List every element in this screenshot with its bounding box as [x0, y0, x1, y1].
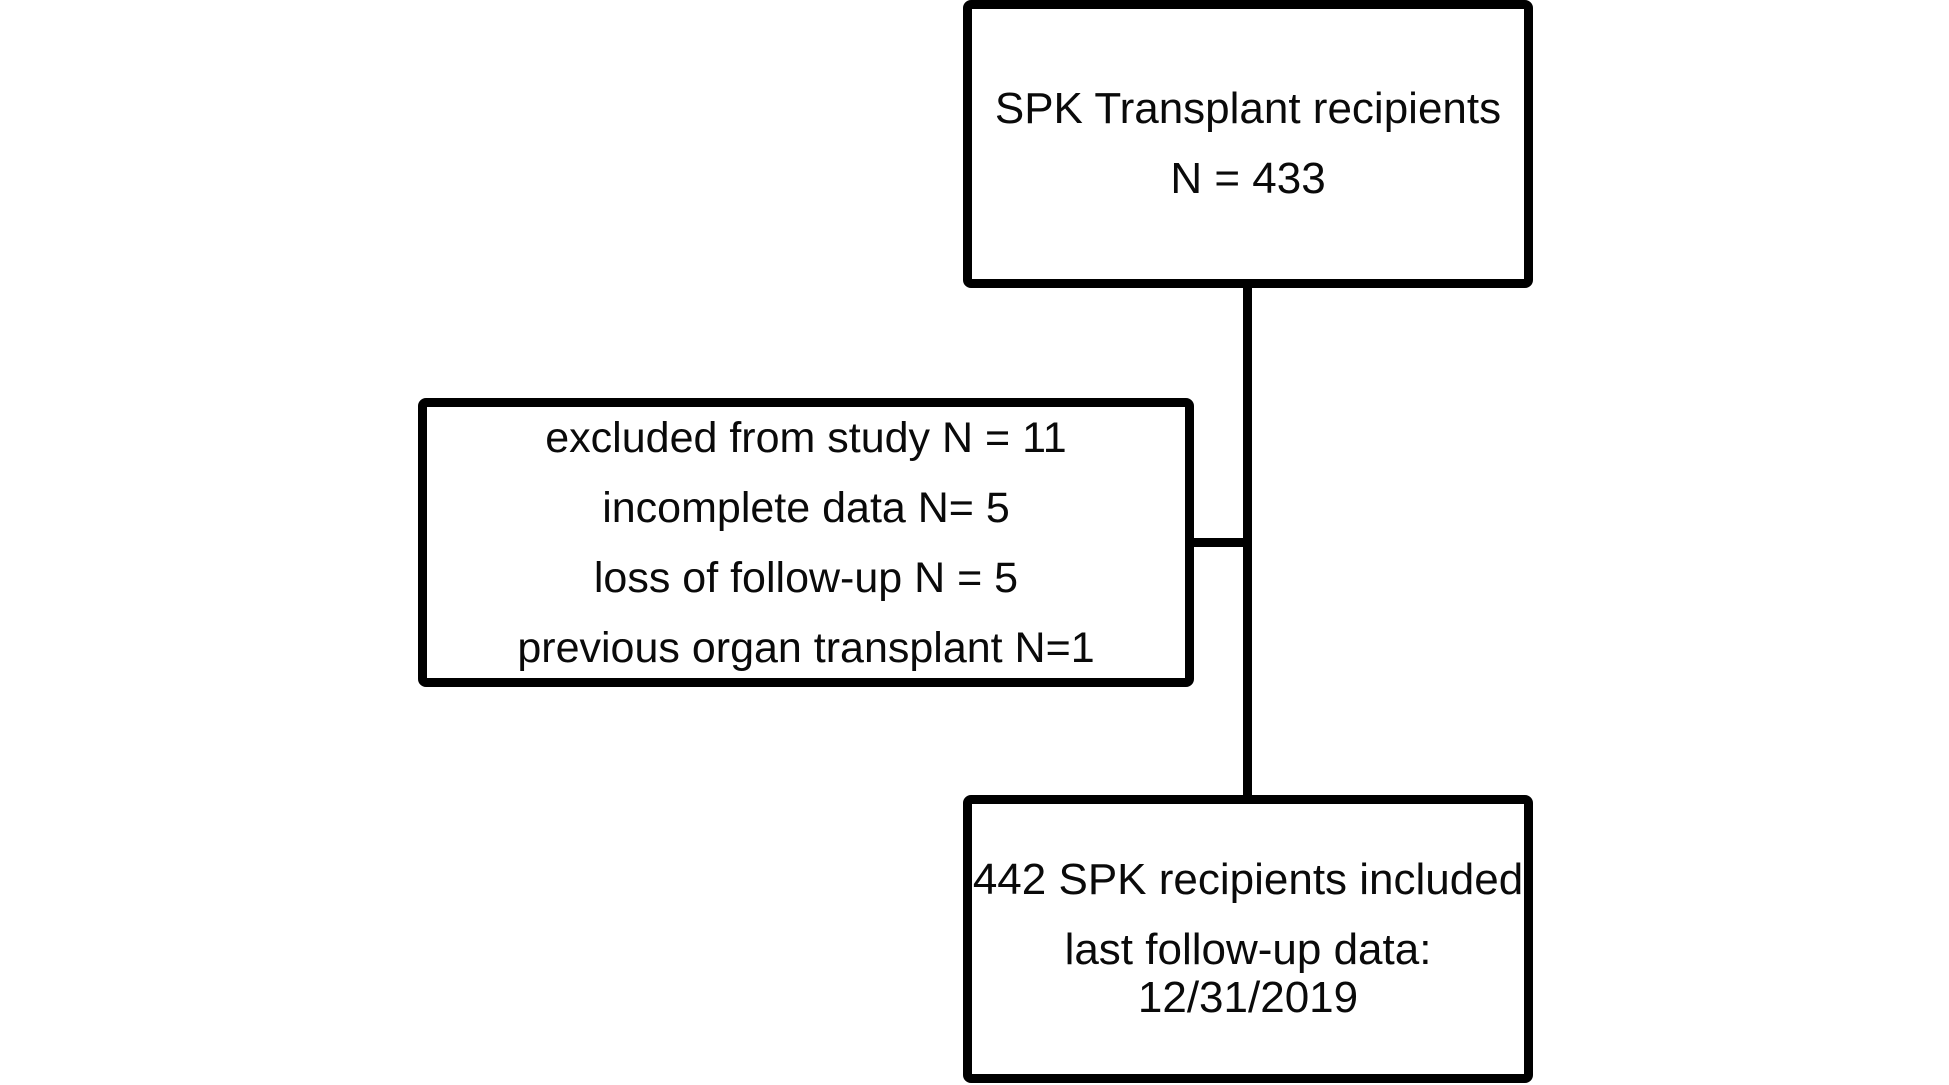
spk-transplant-recipients-box: SPK Transplant recipients N = 433 [963, 0, 1533, 288]
included-recipients-box: 442 SPK recipients included last follow-… [963, 795, 1533, 1083]
box-line-title: SPK Transplant recipients [994, 84, 1502, 133]
box-line-incomplete-data: incomplete data N= 5 [602, 483, 1010, 532]
box-line-included-count: 442 SPK recipients included [972, 855, 1524, 904]
box-line-loss-of-follow-up: loss of follow-up N = 5 [593, 553, 1019, 602]
exclusion-criteria-box: excluded from study N = 11 incomplete da… [418, 398, 1194, 687]
box-paragraph-follow-up: last follow-up data: 12/31/2019 [1065, 926, 1432, 1022]
box-line-follow-up-date: 12/31/2019 [1137, 973, 1359, 1022]
connector-branch-line [1186, 538, 1248, 547]
box-line-excluded-total: excluded from study N = 11 [545, 413, 1067, 462]
box-line-count: N = 433 [1170, 154, 1326, 203]
box-line-follow-up-label: last follow-up data: [1064, 925, 1432, 974]
box-line-previous-transplant: previous organ transplant N=1 [517, 623, 1095, 672]
